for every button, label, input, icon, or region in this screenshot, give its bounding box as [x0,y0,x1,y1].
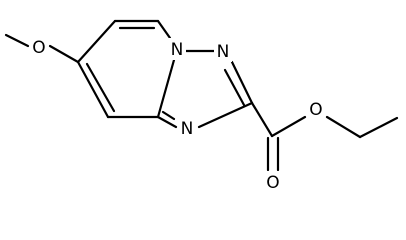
svg-text:O: O [309,100,322,120]
svg-text:N: N [171,40,184,60]
bond-c2-carbonyl [250,101,274,138]
chemical-structure: O N N N O O [4,19,399,193]
bond-c5-n4 [156,19,172,40]
atom-carbonyl-oxygen: O [264,171,282,193]
bond-ch2-ch3 [358,116,399,139]
bond-c7-c8-inner [85,62,116,113]
bond-o-c7 [48,44,80,64]
bond-n3-c8a [156,115,178,129]
bond-n1-c2-inner [223,68,246,107]
bond-c7-c8 [76,60,110,119]
atom-n-lower: N [178,117,196,139]
bond-c7-c6 [76,19,117,64]
atom-n-top: N [214,40,232,62]
bond-c8a-n4 [156,58,176,119]
svg-text:O: O [266,173,279,193]
svg-text:N: N [181,119,194,139]
bond-methyl-o [4,33,30,48]
svg-text:O: O [32,38,45,58]
bond-c2-n3 [197,101,254,129]
atom-ester-oxygen: O [307,98,325,120]
svg-text:N: N [217,42,230,62]
bond-ester-o-ch2 [325,115,362,139]
atom-n-bridgehead: N [168,38,186,60]
bond-carbonyl-ester-o [270,115,307,138]
bond-n1-c2 [230,60,254,105]
atom-methoxy-oxygen: O [30,36,48,58]
bond-n3-c8a-inner [161,110,176,121]
